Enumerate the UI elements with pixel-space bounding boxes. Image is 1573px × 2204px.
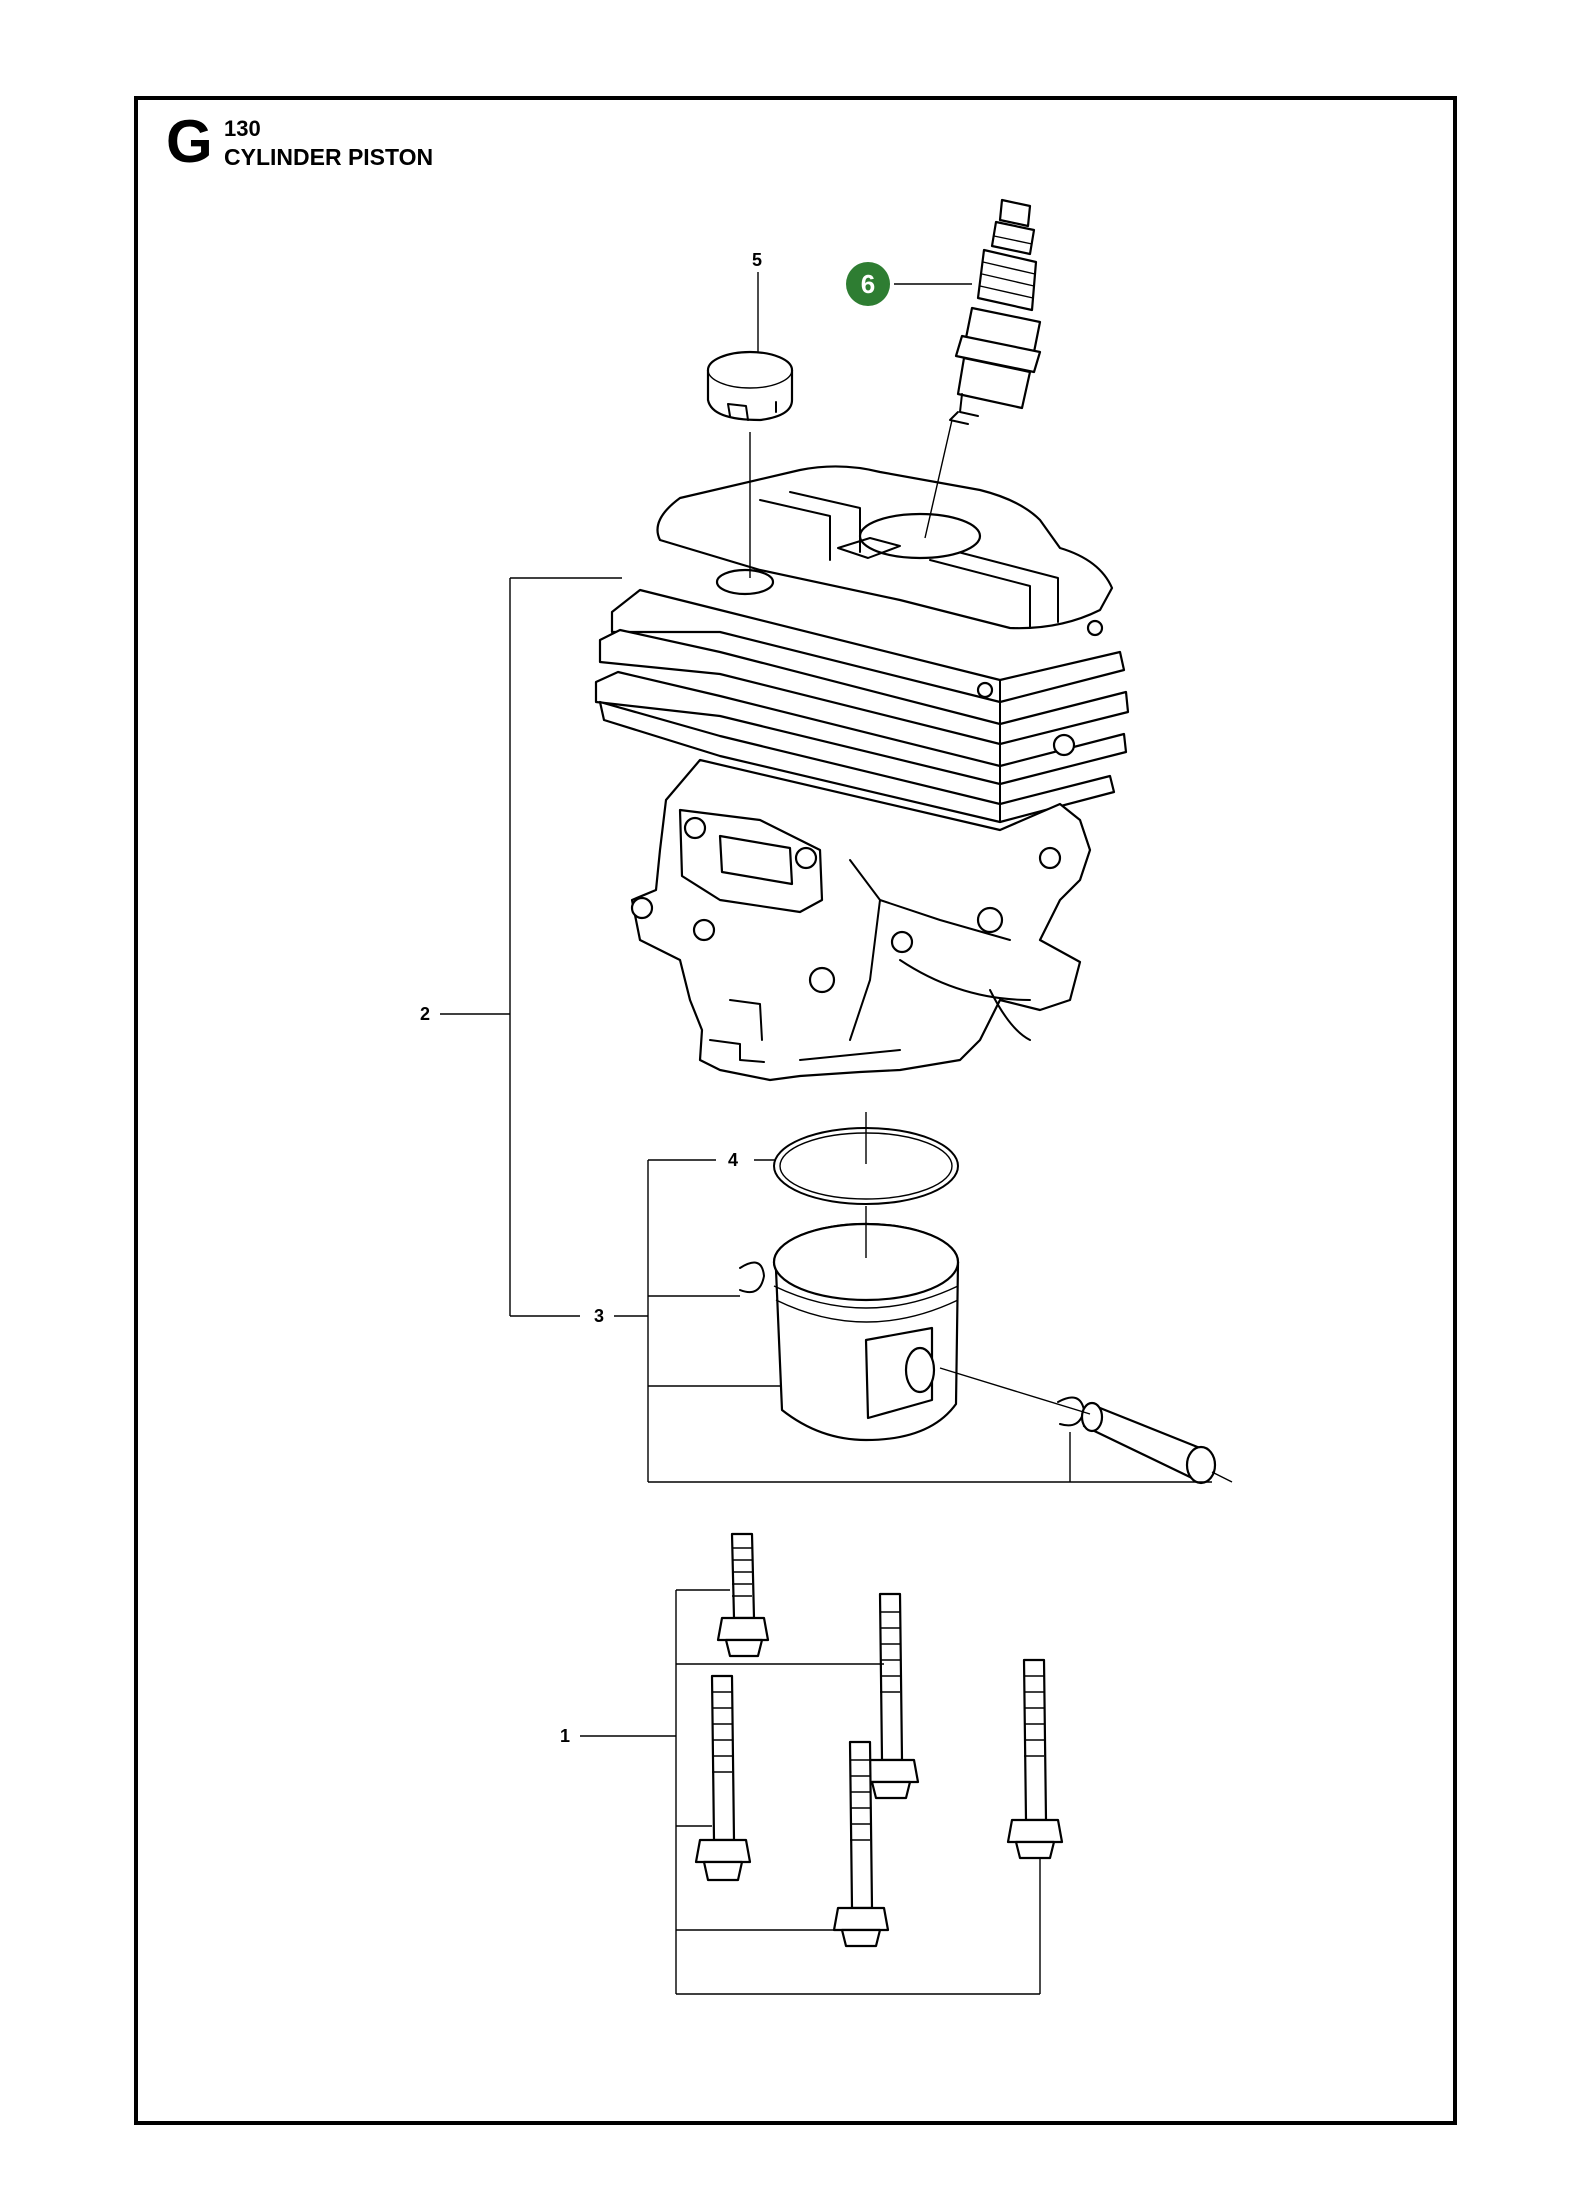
cylinder-part[interactable] (594, 465, 1130, 1082)
section-letter: G (166, 108, 213, 175)
leader-lines (440, 272, 1233, 1995)
callout-6-badge[interactable] (846, 262, 890, 306)
callout-4[interactable]: 4 (728, 1150, 738, 1170)
page-frame (134, 96, 1457, 2125)
callout-1[interactable]: 1 (560, 1726, 570, 1746)
callout-5[interactable]: 5 (752, 250, 762, 270)
piston-part[interactable] (739, 1222, 1217, 1485)
section-title: CYLINDER PISTON (224, 144, 434, 170)
spark-plug-part[interactable] (949, 198, 1042, 425)
section-number: 130 (224, 116, 261, 141)
callout-3[interactable]: 3 (594, 1306, 604, 1326)
bolt-set-part[interactable] (694, 1532, 1064, 1948)
callout-6[interactable]: 6 (861, 269, 875, 299)
cap-part[interactable] (706, 350, 794, 422)
callout-2[interactable]: 2 (420, 1004, 430, 1024)
